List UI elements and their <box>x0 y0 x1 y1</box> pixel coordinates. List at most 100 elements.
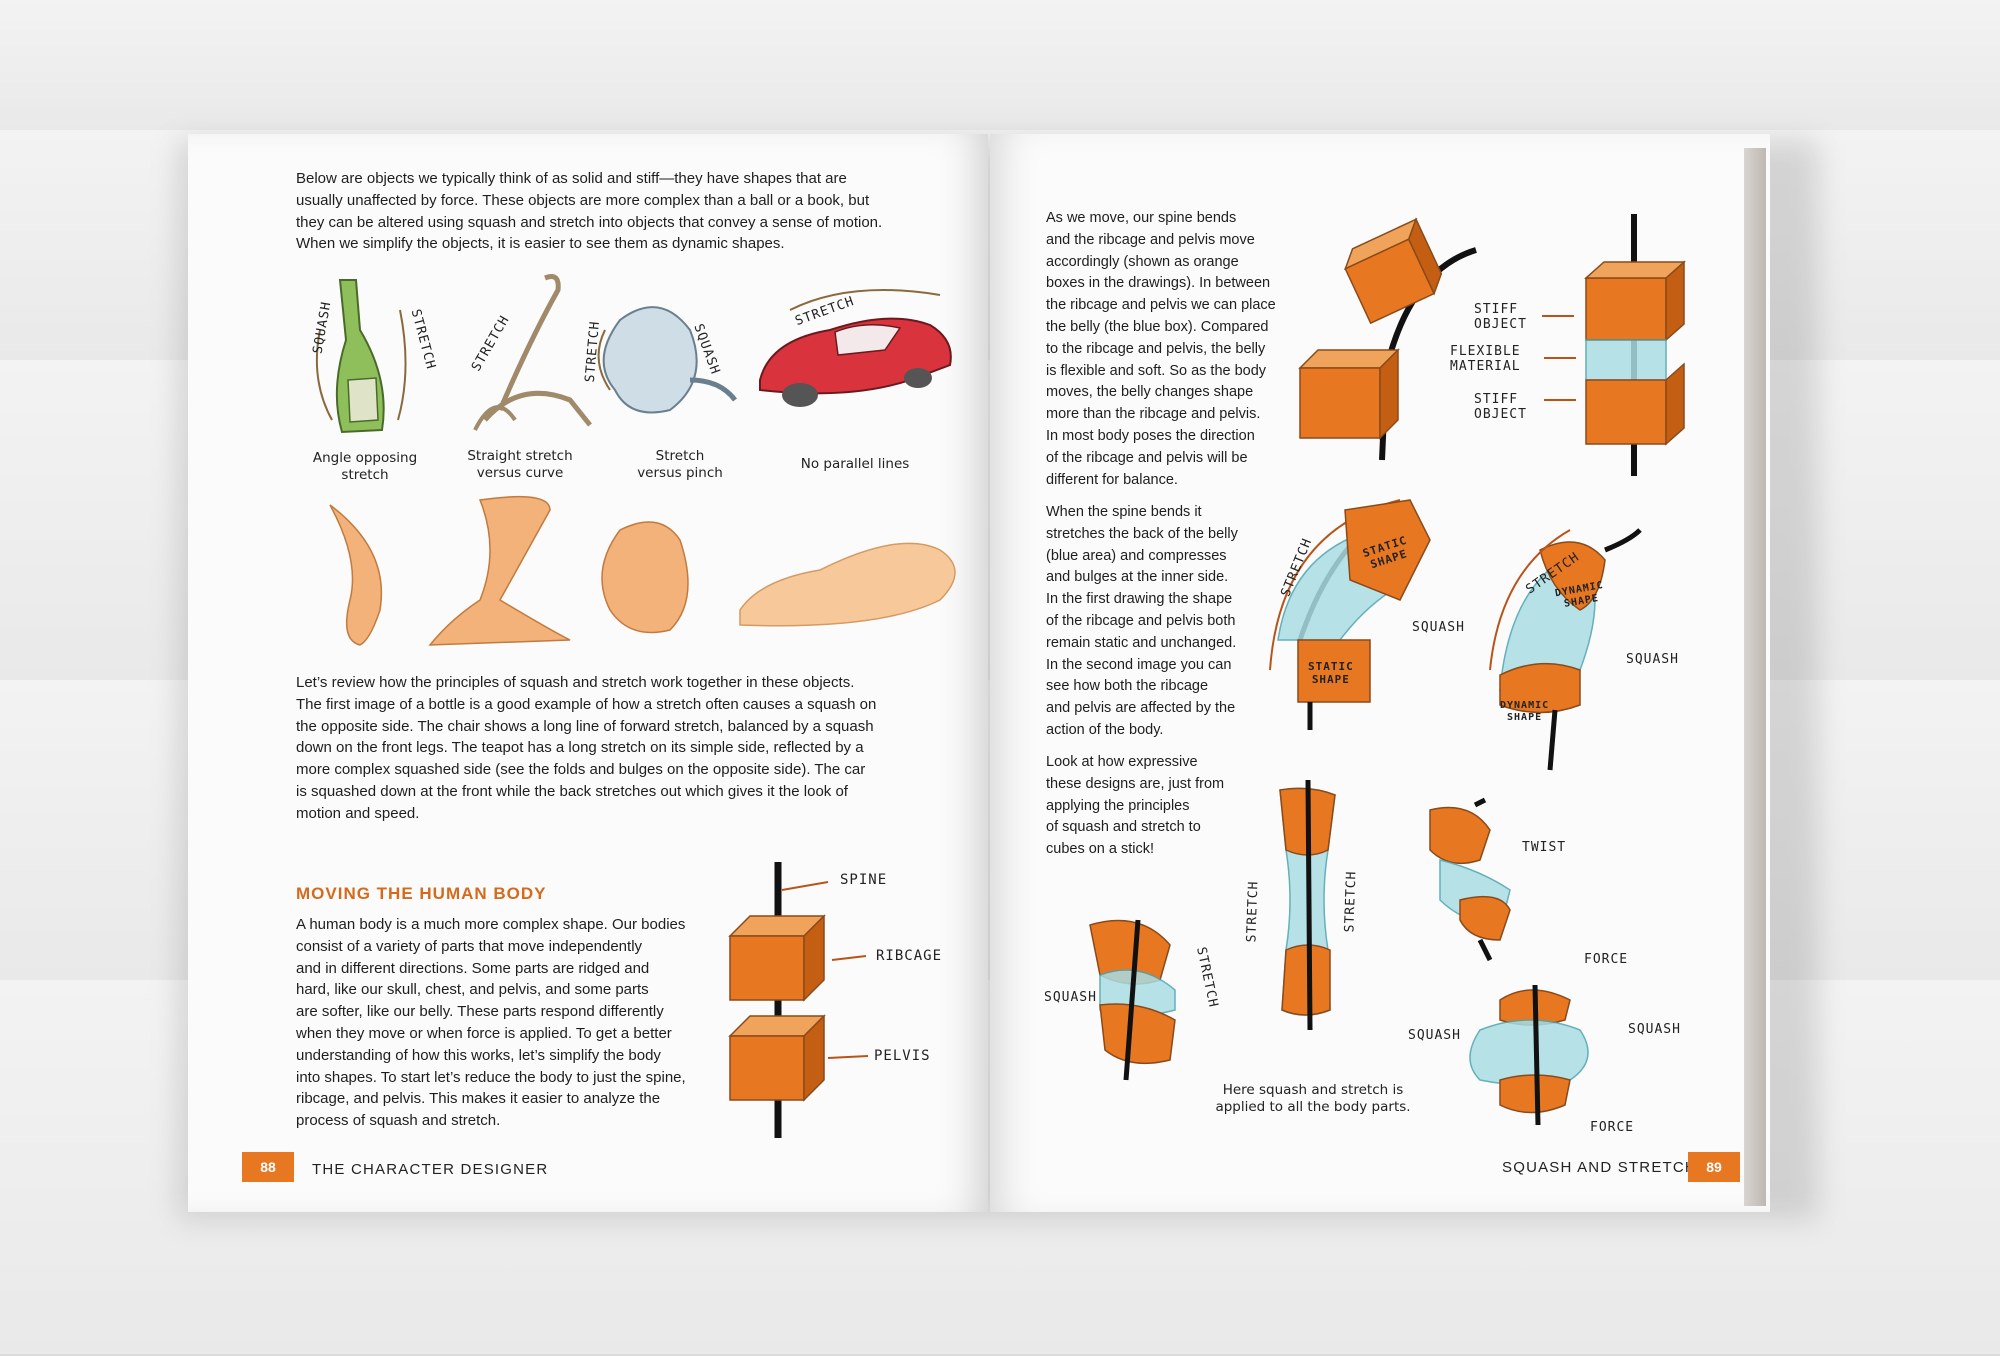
label-line: STIFF <box>1474 302 1519 317</box>
label-line: STIFF <box>1474 392 1519 407</box>
label-line: SHAPE <box>1311 673 1350 686</box>
caption-line: Here squash and stretch is <box>1222 1082 1404 1098</box>
text-line: As we move, our spine bends <box>1046 210 1237 226</box>
caption-line: versus pinch <box>637 465 723 481</box>
label-flexible-material: FLEXIBLE MATERIAL <box>1450 344 1521 374</box>
page-number-left: 88 <box>242 1152 294 1182</box>
caption-line: Straight stretch <box>467 448 573 464</box>
text-line: When we simplify the objects, it is easi… <box>296 235 785 253</box>
running-head-left: THE CHARACTER DESIGNER <box>312 1161 549 1178</box>
text-line: and in different directions. Some parts … <box>296 959 650 977</box>
teapot-sketch <box>597 306 737 414</box>
text-line: accordingly (shown as orange <box>1046 253 1239 270</box>
label-force: FORCE <box>1584 952 1629 967</box>
caption-line: No parallel lines <box>800 456 910 472</box>
text-line: When the spine bends it <box>1046 504 1202 520</box>
label-dynamic-shape-bottom: DYNAMIC SHAPE <box>1500 700 1549 724</box>
label-twist: TWIST <box>1522 840 1567 855</box>
section-heading: MOVING THE HUMAN BODY <box>296 884 547 903</box>
text-line: In most body poses the direction <box>1046 427 1255 444</box>
body-paragraph: A human body is a much more complex shap… <box>296 914 716 1132</box>
label-force: FORCE <box>1590 1120 1635 1135</box>
belly-bend-diagrams <box>1269 499 1642 771</box>
wood-plank <box>0 0 2000 132</box>
text-line: applying the principles <box>1046 797 1190 814</box>
caption-car: No parallel lines <box>780 456 930 473</box>
text-line: remain static and unchanged. <box>1046 634 1237 651</box>
label-spine: SPINE <box>840 872 888 888</box>
text-line: are softer, like our belly. These parts … <box>296 1003 664 1021</box>
text-line: cubes on a stick! <box>1046 841 1154 858</box>
text-line: process of squash and stretch. <box>296 1112 501 1130</box>
text-line: motion and speed. <box>296 804 420 822</box>
spine-diagram <box>728 862 869 1138</box>
text-line: action of the body. <box>1046 721 1164 738</box>
text-line: Below are objects we typically think of … <box>296 170 847 187</box>
text-line: The first image of a bottle is a good ex… <box>296 695 877 713</box>
label-line: SHAPE <box>1507 712 1543 723</box>
text-line: Let’s review how the principles of squas… <box>296 674 855 691</box>
text-line: when they move or when force is applied.… <box>296 1024 672 1042</box>
text-line: is flexible and soft. So as the body <box>1046 362 1267 379</box>
simplified-shapes <box>329 495 956 646</box>
label-squash: SQUASH <box>1412 620 1465 635</box>
expressive-figures <box>1089 779 1589 1126</box>
text-line: the belly (the blue box). Compared <box>1046 318 1269 335</box>
text-line: to the ribcage and pelvis, the belly <box>1046 340 1266 357</box>
review-paragraph: Let’s review how the principles of squas… <box>296 672 936 825</box>
chair-shape <box>428 495 571 646</box>
label-line: DYNAMIC <box>1500 700 1550 711</box>
text-line: In the second image you can <box>1046 656 1232 673</box>
text-line: hard, like our skull, chest, and pelvis,… <box>296 981 649 999</box>
label-stiff-object-top: STIFF OBJECT <box>1474 302 1527 332</box>
label-line: STATIC <box>1308 660 1354 673</box>
label-squash: SQUASH <box>1408 1028 1461 1043</box>
text-line: of the ribcage and pelvis both <box>1046 612 1236 629</box>
text-line: of squash and stretch to <box>1046 819 1201 836</box>
text-line: boxes in the drawings). In between <box>1046 275 1271 292</box>
bottle-sketch <box>315 279 407 434</box>
label-static-shape-bottom: STATIC SHAPE <box>1308 660 1354 686</box>
label-stretch: STRETCH <box>1342 870 1360 933</box>
object-sketches <box>315 274 952 434</box>
intro-paragraph: Below are objects we typically think of … <box>296 168 936 255</box>
text-line: In the first drawing the shape <box>1046 591 1233 608</box>
text-line: ribcage, and pelvis. This makes it easie… <box>296 1090 661 1108</box>
page-edge-right <box>1744 148 1766 1206</box>
text-line: moves, the belly changes shape <box>1046 384 1254 401</box>
running-head-right: SQUASH AND STRETCH <box>1502 1159 1697 1176</box>
caption-chair: Straight stretch versus curve <box>450 448 590 482</box>
left-page <box>188 134 988 1212</box>
text-line: these designs are, just from <box>1046 775 1225 792</box>
text-line: A human body is a much more complex shap… <box>296 916 686 933</box>
label-ribcage: RIBCAGE <box>876 948 943 964</box>
text-line: different for balance. <box>1046 471 1178 488</box>
caption-bottle: Angle opposing stretch <box>300 450 430 484</box>
page-number-right: 89 <box>1688 1152 1740 1182</box>
text-line: more than the ribcage and pelvis. <box>1046 406 1261 423</box>
caption-line: Stretch <box>655 448 705 464</box>
label-pelvis: PELVIS <box>874 1048 931 1064</box>
text-line: and bulges at the inner side. <box>1046 569 1229 586</box>
figures-caption: Here squash and stretch is applied to al… <box>1188 1082 1438 1116</box>
caption-line: Angle opposing <box>312 450 418 466</box>
text-line: Look at how expressive <box>1046 754 1198 770</box>
label-stiff-object-bottom: STIFF OBJECT <box>1474 392 1527 422</box>
text-line: see how both the ribcage <box>1046 678 1209 695</box>
text-line: into shapes. To start let’s reduce the b… <box>296 1068 686 1086</box>
text-line: (blue area) and compresses <box>1046 547 1227 564</box>
text-line: understanding of how this works, let’s s… <box>296 1046 661 1064</box>
label-line: OBJECT <box>1474 407 1527 422</box>
caption-line: applied to all the body parts. <box>1215 1099 1411 1115</box>
car-shape <box>739 542 956 627</box>
caption-line: stretch <box>341 467 389 483</box>
right-paragraph-3: Look at how expressive these designs are… <box>1046 752 1266 861</box>
chair-sketch <box>473 274 592 431</box>
right-paragraph-2: When the spine bends it stretches the ba… <box>1046 502 1296 742</box>
label-line: MATERIAL <box>1450 359 1521 374</box>
text-line: consist of a variety of parts that move … <box>296 937 643 955</box>
text-line: down on the front legs. The teapot has a… <box>296 739 864 757</box>
label-squash: SQUASH <box>1628 1022 1681 1037</box>
text-line: usually unaffected by force. These objec… <box>296 191 870 209</box>
label-line: OBJECT <box>1474 317 1527 332</box>
